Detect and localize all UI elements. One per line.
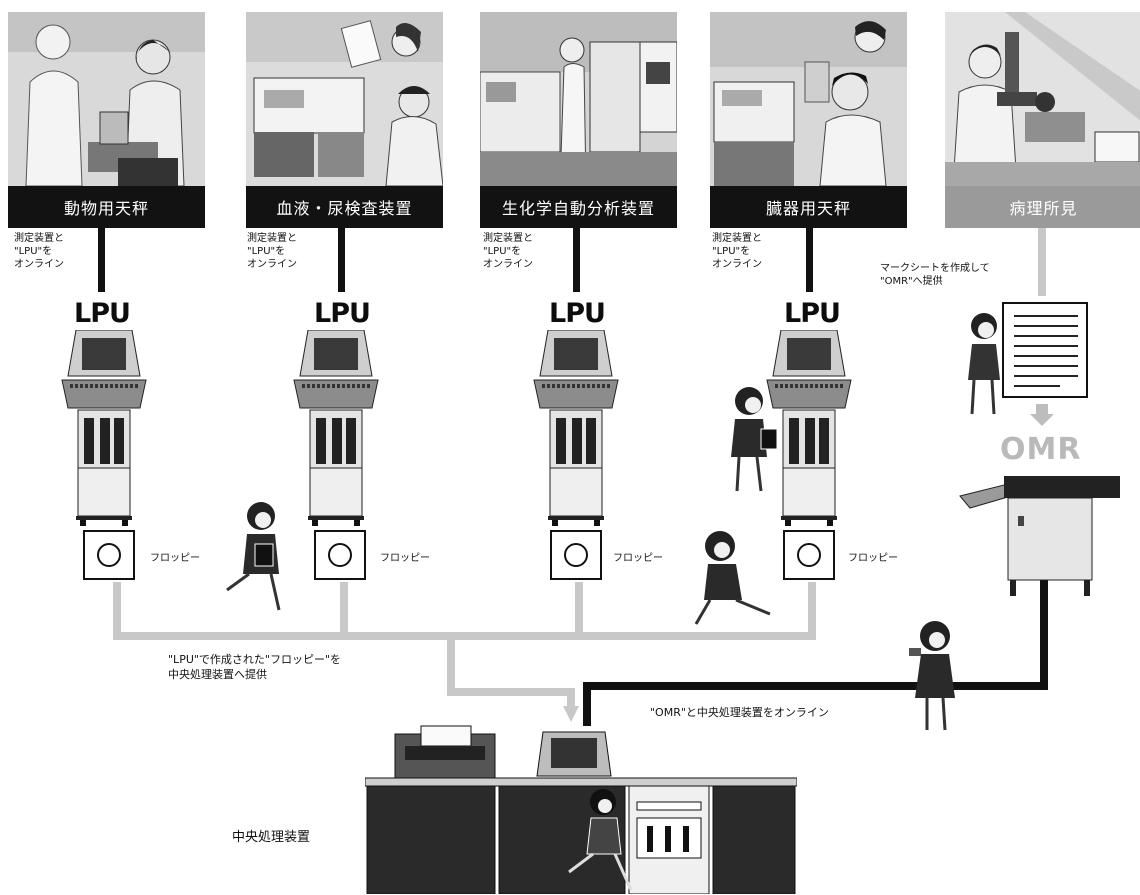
station-label-1: 動物用天秤 — [8, 186, 205, 228]
floppy-disk-icon — [314, 530, 366, 580]
lpu-title-4: LPU — [784, 298, 841, 329]
central-unit-label: 中央処理装置 — [232, 830, 311, 845]
lpu-terminal-2 — [293, 330, 379, 526]
pathology-label: 病理所見 — [945, 186, 1140, 228]
lpu-title-2: LPU — [314, 298, 371, 329]
person-figure — [226, 502, 281, 611]
lpu-title-3: LPU — [549, 298, 606, 329]
online-note-1: 測定装置と "LPU"を オンライン — [14, 233, 64, 270]
photo-organ-balance — [710, 12, 907, 186]
online-line-2 — [338, 228, 345, 292]
omr-title: OMR — [1000, 432, 1082, 467]
omr-online-note: "OMR"と中央処理装置をオンライン — [650, 706, 829, 719]
online-note-2: 測定装置と "LPU"を オンライン — [247, 233, 297, 270]
floppy-disk-icon — [783, 530, 835, 580]
online-note-4: 測定装置と "LPU"を オンライン — [712, 233, 762, 270]
online-line-1 — [98, 228, 105, 292]
online-line-3 — [573, 228, 580, 292]
photo-animal-balance — [8, 12, 205, 186]
mark-sheet-icon — [1002, 302, 1088, 398]
floppy-label-3: フロッピー — [613, 553, 663, 564]
omr-online-line — [583, 580, 1048, 726]
floppy-disk-icon — [83, 530, 135, 580]
photo-blood-urine — [246, 12, 443, 186]
down-arrow-icon — [1030, 404, 1054, 426]
marksheet-note: マークシートを作成して "OMR"へ提供 — [880, 263, 990, 287]
floppy-bus — [113, 582, 816, 722]
floppy-label-4: フロッピー — [848, 553, 898, 564]
station-label-2: 血液・尿検査装置 — [246, 186, 443, 228]
person-figure — [968, 313, 1000, 415]
person-figure — [909, 621, 955, 731]
lpu-terminal-4 — [766, 330, 852, 526]
pathology-line — [1038, 228, 1046, 296]
online-line-4 — [806, 228, 813, 292]
floppy-flow-note: "LPU"で作成された"フロッピー"を 中央処理装置へ提供 — [168, 653, 342, 681]
omr-reader — [959, 476, 1120, 596]
lpu-terminal-1 — [61, 330, 147, 526]
central-processing-unit — [365, 725, 797, 894]
photo-pathology — [945, 12, 1140, 186]
online-note-3: 測定装置と "LPU"を オンライン — [483, 233, 533, 270]
lpu-terminal-3 — [533, 330, 619, 526]
floppy-disk-icon — [550, 530, 602, 580]
station-label-3: 生化学自動分析装置 — [480, 186, 677, 228]
person-figure — [731, 387, 778, 492]
photo-biochem-analyzer — [480, 12, 677, 186]
floppy-label-2: フロッピー — [380, 553, 430, 564]
station-label-4: 臓器用天秤 — [710, 186, 907, 228]
lpu-title-1: LPU — [74, 298, 131, 329]
person-figure — [694, 531, 771, 625]
floppy-label-1: フロッピー — [150, 553, 200, 564]
